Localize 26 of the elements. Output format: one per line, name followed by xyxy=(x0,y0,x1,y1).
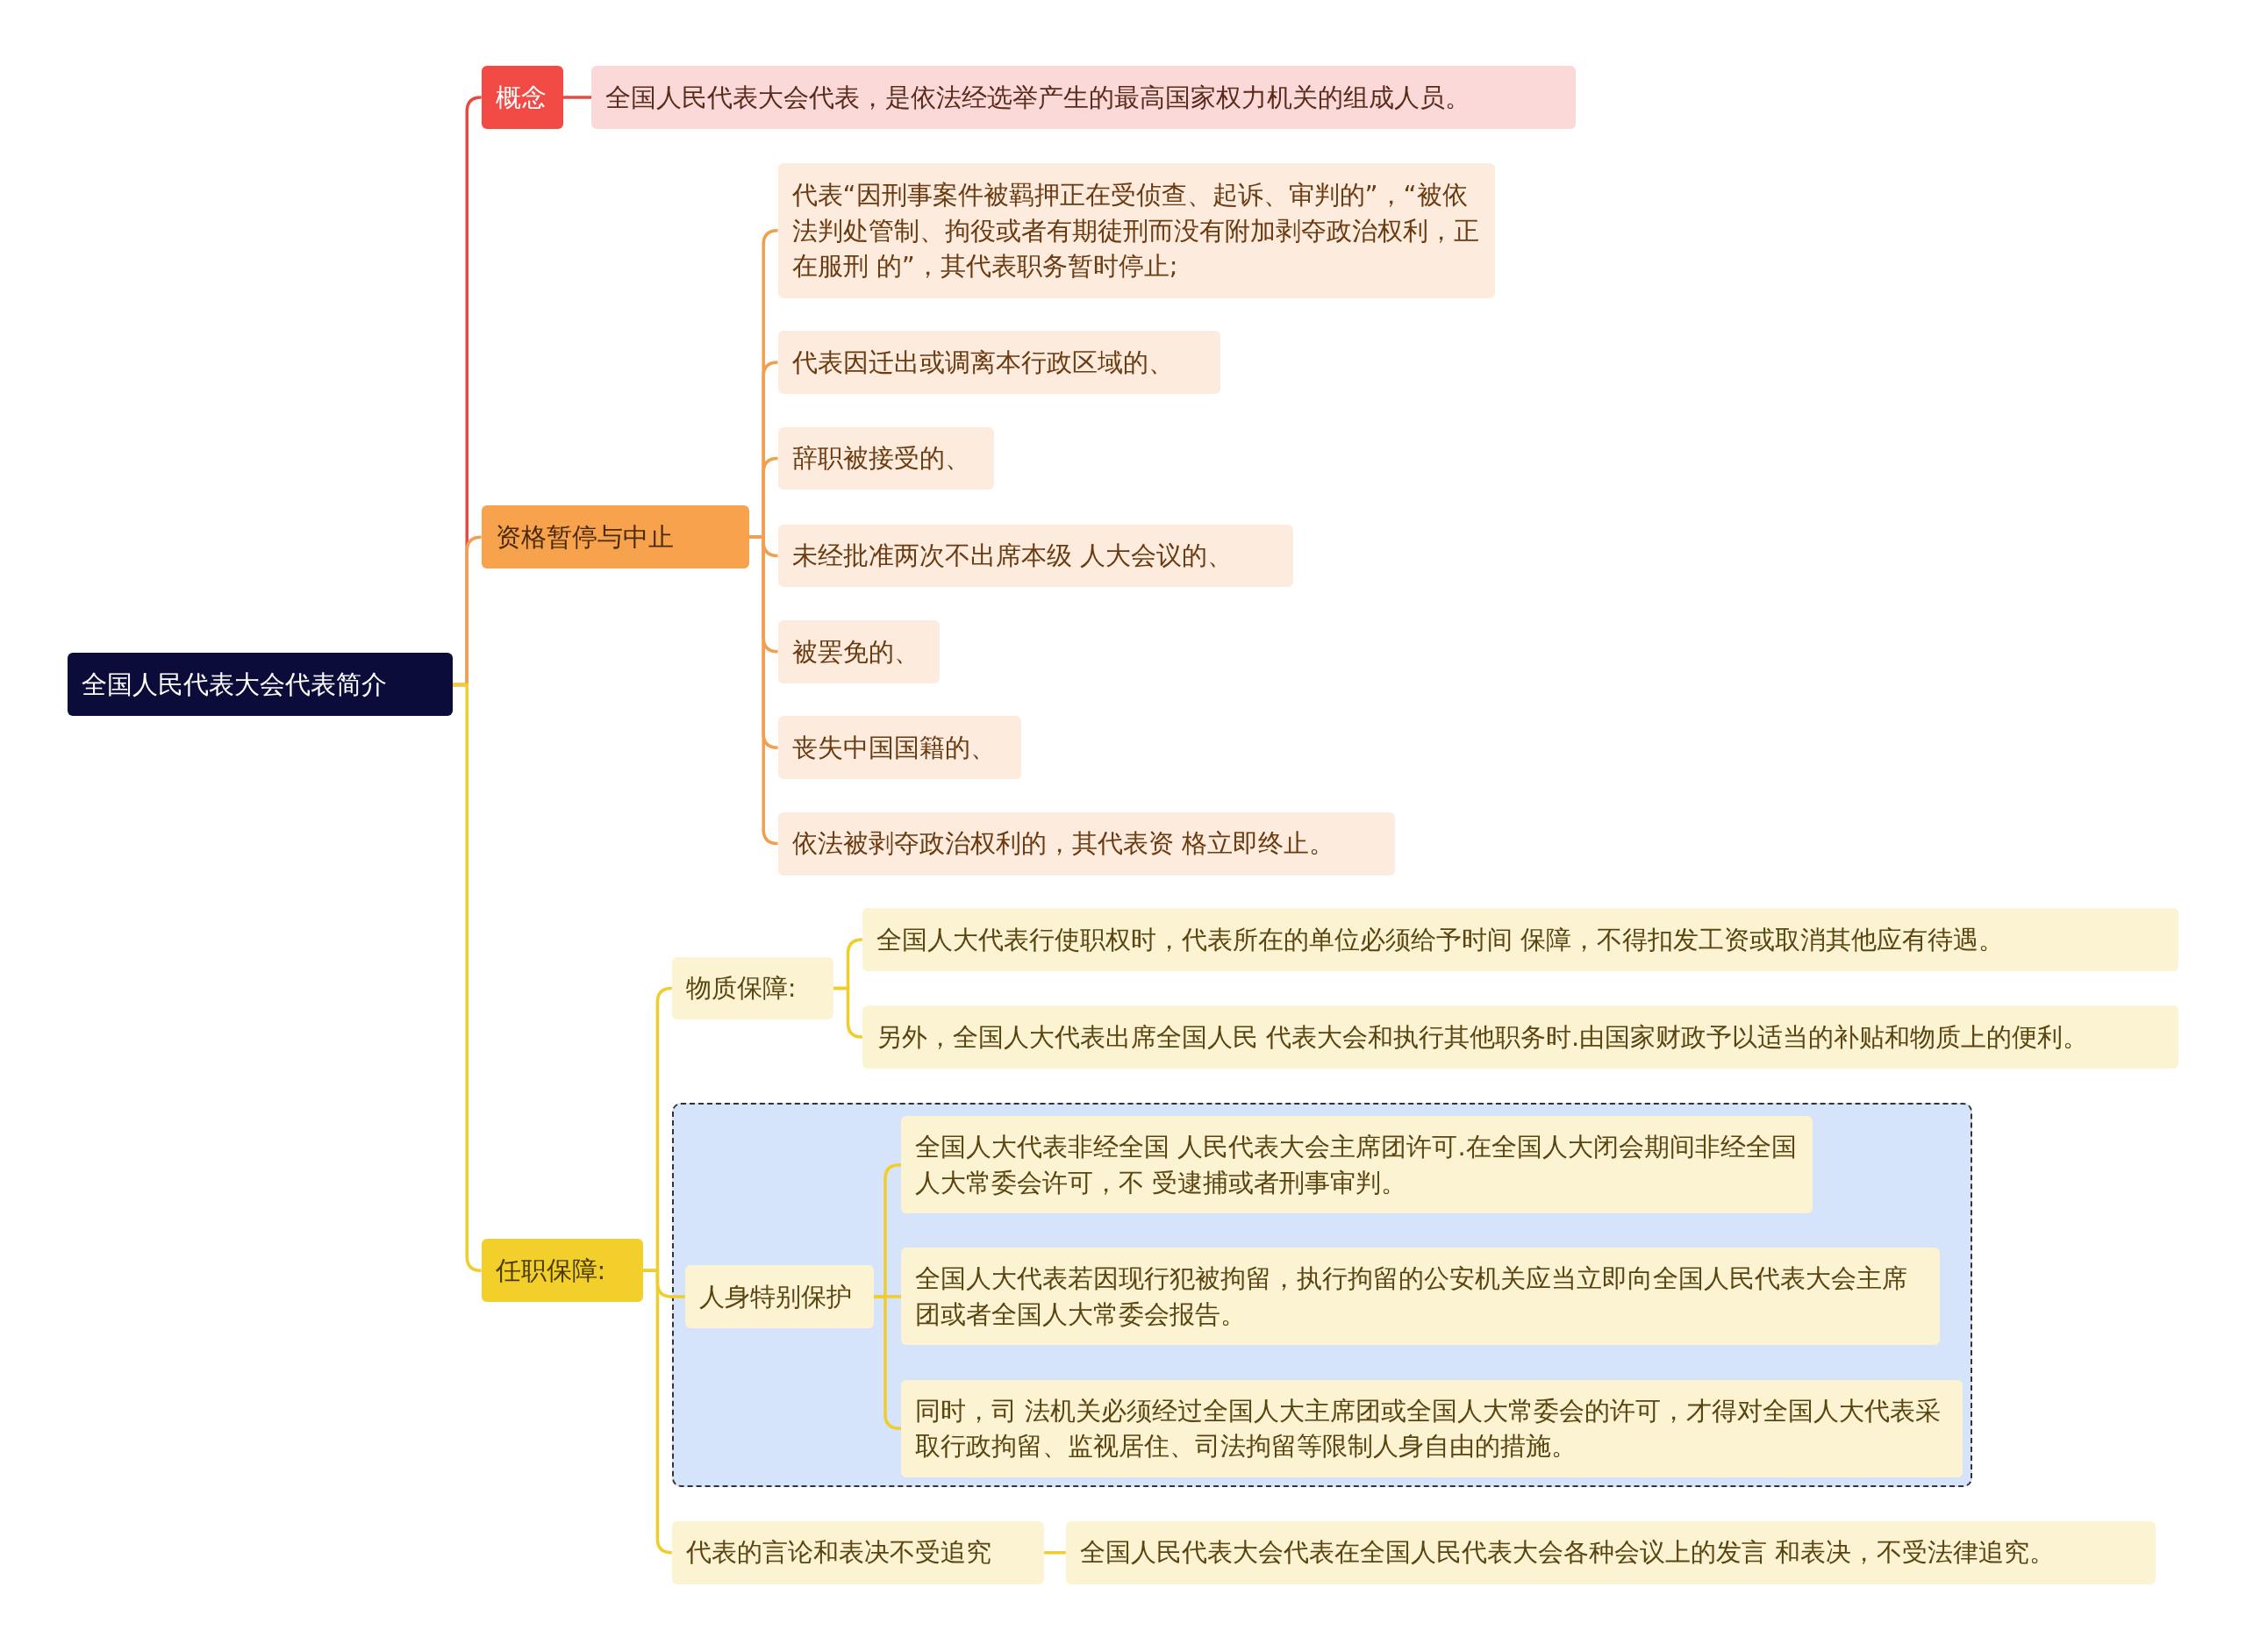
connector-line xyxy=(562,96,592,99)
text-box: 丧失中国国籍的、 xyxy=(777,716,1022,780)
text-box: 全国人民代表大会代表，是依法经选举产生的最高国家权力机关的组成人员。 xyxy=(591,66,1576,129)
topic-box: 任职保障: xyxy=(481,1239,644,1303)
text-box: 全国人大代表若因现行犯被拘留，执行拘留的公安机关应当立即向全国人民代表大会主席团或者全国人大常委会报告。 xyxy=(901,1248,1940,1346)
text-box: 依法被剥夺政治权利的，其代表资 格立即终止。 xyxy=(777,812,1396,876)
topic-box: 概念 xyxy=(481,66,563,129)
text-box: 全国人民代表大会代表在全国人民代表大会各种会议上的发言 和表决，不受法律追究。 xyxy=(1065,1520,2157,1584)
connector-line xyxy=(452,683,483,1272)
text-box: 全国人大代表非经全国 人民代表大会主席团许可.在全国人大闭会期间非经全国人大常委会许可，不 受逮捕或者刑事审判。 xyxy=(901,1116,1813,1214)
text-box: 被罢免的、 xyxy=(777,619,940,683)
root-topic-box: 全国人民代表大会代表简介 xyxy=(67,653,453,717)
text-box: 物质保障: xyxy=(671,956,834,1020)
text-box: 代表的言论和表决不受追究 xyxy=(671,1520,1045,1584)
text-box: 辞职被接受的、 xyxy=(777,426,995,490)
text-box: 代表因迁出或调离本行政区域的、 xyxy=(777,331,1220,394)
connector-line xyxy=(748,535,779,846)
text-box: 全国人大代表行使职权时，代表所在的单位必须给予时间 保障，不得扣发工资或取消其他应有待遇。 xyxy=(862,908,2179,971)
text-box: 人身特别保护 xyxy=(684,1265,875,1328)
connector-line xyxy=(1044,1551,1066,1555)
text-box: 代表“因刑事案件被羁押正在受侦查、起诉、审判的”，“被依法判处管制、拘役或者有期徒刑而没有附加剥夺政治权利，正在服刑 的”，其代表职务暂时停止; xyxy=(777,163,1496,298)
topic-box: 资格暂停与中止 xyxy=(481,505,749,569)
text-box: 同时，司 法机关必须经过全国人大主席团或全国人大常委会的许可，才得对全国人大代表采取行政拘留、监视居住、司法拘留等限制人身自由的措施。 xyxy=(901,1379,1963,1477)
text-box: 另外，全国人大代表出席全国人民 代表大会和执行其他职务时.由国家财政予以适当的补贴和物质上的便利。 xyxy=(862,1005,2179,1069)
group-frame xyxy=(671,1103,1973,1487)
text-box: 未经批准两次不出席本级 人大会议的、 xyxy=(777,524,1294,588)
